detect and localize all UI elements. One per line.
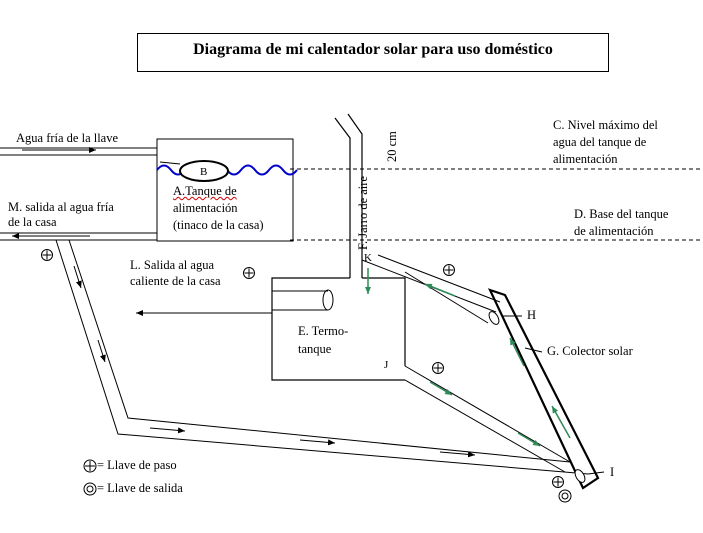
label-tank-a-1: A.Tanque de: [173, 184, 237, 199]
float-arm: [159, 161, 181, 165]
cold-water-inlet-pipe: [0, 147, 157, 156]
label-termo-2: tanque: [298, 342, 332, 356]
label-nivel-1: C. Nivel máximo del: [553, 118, 658, 132]
label-base-2: de alimentación: [574, 224, 654, 238]
feed-flow-arrow-1: [429, 381, 453, 396]
label-termo-1: E. Termo-: [298, 324, 349, 338]
collector-up-arrow-2: [551, 405, 571, 439]
collector-up-arrow-1: [509, 337, 525, 367]
air-vent-pipe: [334, 113, 363, 278]
downflow-arrow-1: [73, 265, 82, 289]
label-i: I: [610, 465, 615, 479]
label-k: K: [364, 252, 372, 264]
legend-salida: = Llave de salida: [97, 481, 183, 495]
diagram-title: Diagrama de mi calentador solar para uso…: [193, 41, 553, 58]
label-l-salida-1: L. Salida al agua: [130, 258, 214, 272]
collector-bottom-cap: [574, 469, 586, 483]
bottom-flow-arrow-2: [299, 439, 336, 446]
bottom-flow-arrow-3: [439, 451, 476, 458]
label-tank-a-2: alimentación: [173, 201, 238, 215]
label-jarro-aire: F. Jarro de aire: [356, 176, 370, 250]
cold-downpipe: [55, 239, 589, 475]
label-tank-a-3: (tinaco de la casa): [173, 218, 264, 232]
bottom-flow-arrow-1: [149, 427, 186, 434]
label-colector: G. Colector solar: [547, 344, 633, 358]
cold-outlet-pipe: [0, 232, 157, 241]
downflow-arrow-2: [97, 339, 106, 363]
label-20cm: 20 cm: [385, 131, 399, 162]
collector-top-cap: [488, 311, 500, 325]
label-tank-b: B: [200, 166, 208, 178]
title-box: Diagrama de mi calentador solar para uso…: [137, 33, 609, 72]
feed-flow-arrow-2: [517, 432, 541, 447]
label-base-1: D. Base del tanque: [574, 207, 669, 221]
hot-return-pipe: [361, 254, 501, 324]
return-flow-arrow: [424, 283, 456, 297]
valve-salida-icon: [558, 489, 572, 503]
hot-outlet-pipe: [272, 289, 334, 311]
label-l-salida-2: caliente de la casa: [130, 274, 221, 288]
float-ball-b: [179, 160, 229, 182]
valve-paso-icon: [443, 264, 455, 276]
label-h: H: [527, 308, 537, 322]
label-agua-fria: Agua fría de la llave: [16, 131, 119, 145]
solar-collector: [487, 288, 600, 490]
valve-paso-icon: [243, 267, 255, 279]
valve-paso-icon: [552, 476, 564, 488]
i-leader: [587, 471, 605, 475]
collector-feed-pipe: [404, 365, 571, 473]
legend-valve-paso-icon: [83, 459, 97, 473]
legend-valve-salida-icon: [83, 482, 97, 496]
valve-paso-icon: [41, 249, 53, 261]
g-leader: [524, 347, 543, 353]
valve-paso-icon: [432, 362, 444, 374]
label-m-salida-1: M. salida al agua fría: [8, 200, 114, 214]
label-m-salida-2: de la casa: [8, 215, 57, 229]
feed-tank: [156, 138, 294, 242]
legend-paso: = Llave de paso: [97, 458, 177, 472]
thermo-tank: [271, 277, 406, 381]
label-nivel-2: agua del tanque de: [553, 135, 647, 149]
label-nivel-3: alimentación: [553, 152, 618, 166]
label-tank-a-1-text: A.Tanque de: [173, 184, 237, 198]
label-j: J: [384, 359, 389, 371]
